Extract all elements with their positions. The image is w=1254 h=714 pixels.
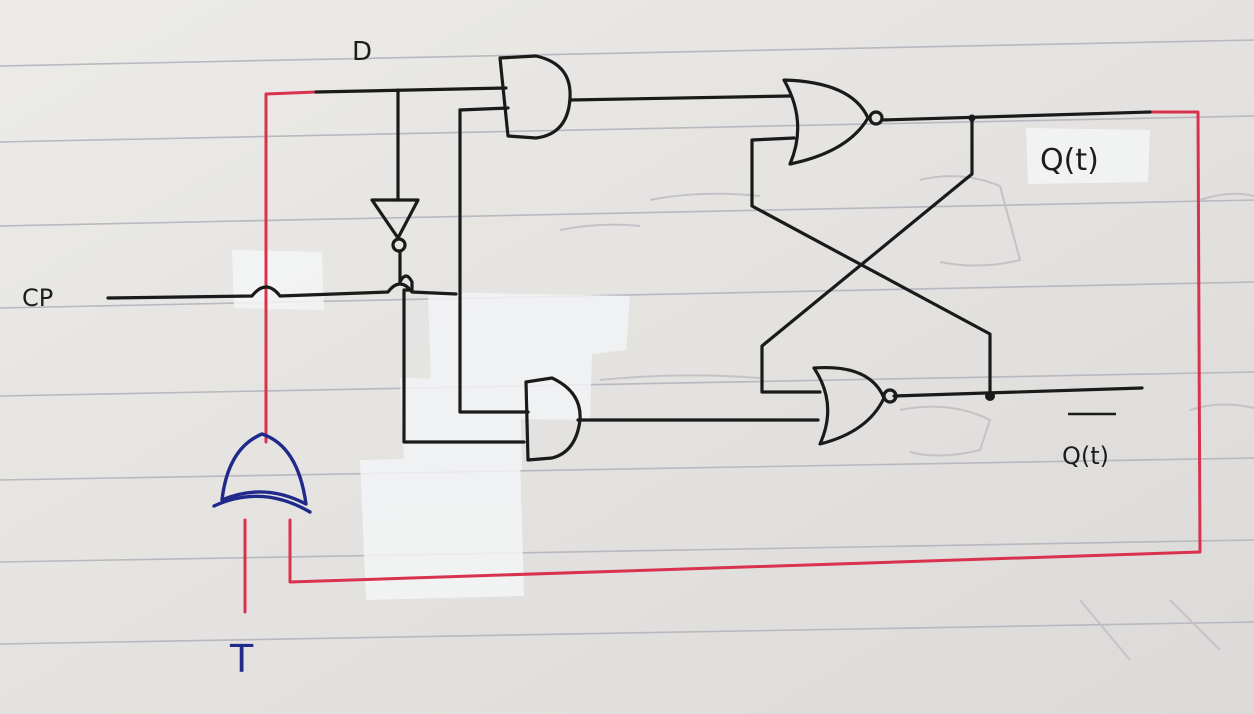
ruled-lines	[0, 39, 1254, 645]
and-gate-upper	[498, 54, 572, 140]
output-label-q: Q(t)	[1040, 143, 1099, 178]
feedback-loop-red	[243, 90, 1202, 614]
and-gate-lower	[524, 376, 582, 462]
input-label-t: T	[229, 637, 254, 681]
output-label-q-bar: Q(t)	[1062, 442, 1109, 470]
tape-patches	[232, 128, 1150, 600]
wiring	[106, 86, 1152, 444]
nor-gate-upper	[782, 78, 884, 166]
nor-gate-lower	[812, 365, 898, 446]
input-label-d: D	[352, 37, 372, 67]
not-gate	[370, 198, 420, 253]
input-label-cp: CP	[22, 284, 53, 312]
xor-gate	[212, 432, 312, 514]
erased-sketch	[559, 175, 1254, 661]
